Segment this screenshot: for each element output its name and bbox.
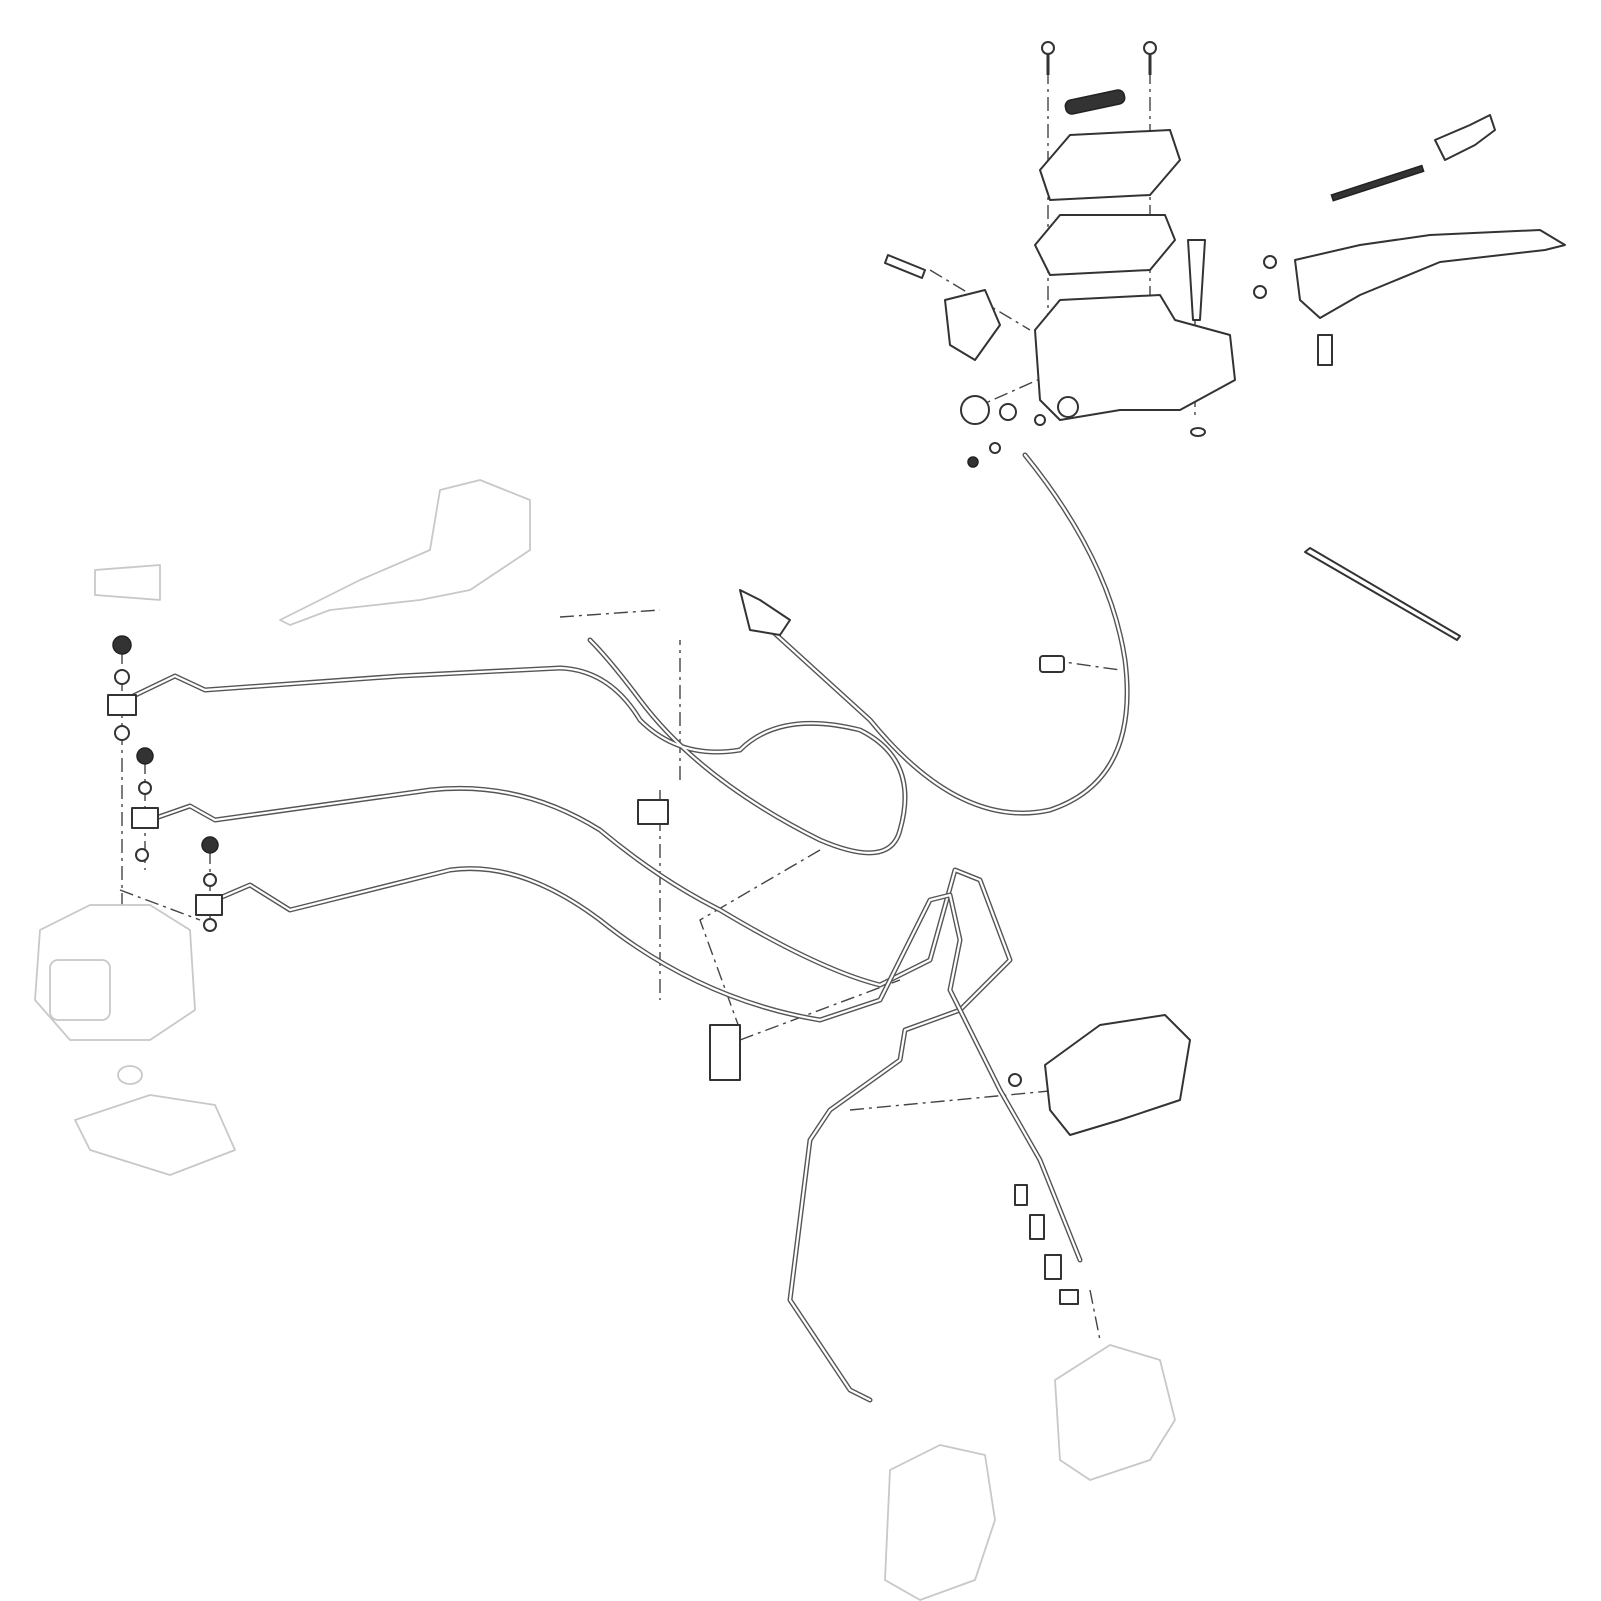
lever-bushing <box>1317 334 1333 366</box>
screw-icon <box>1008 1073 1022 1087</box>
washer <box>1034 414 1046 426</box>
master-cylinder-body <box>1034 294 1236 421</box>
line-bracket <box>709 1024 741 1081</box>
brake-light-switch <box>960 395 990 425</box>
screw-icon <box>967 456 979 468</box>
line-clip <box>637 799 669 825</box>
master-cylinder-assembly <box>884 41 1236 468</box>
brake-lever-assembly <box>1253 114 1566 366</box>
screw-icon <box>1143 41 1157 75</box>
pivot-pin <box>1187 239 1206 321</box>
screw-icon <box>1263 255 1277 269</box>
bolt <box>884 254 926 279</box>
caliper-left <box>884 1444 996 1601</box>
hose-fitting <box>739 589 791 636</box>
secondary-master-cylinder <box>94 479 531 626</box>
abs-bracket <box>74 1094 236 1176</box>
brake-lever <box>1294 229 1566 319</box>
lever-spring <box>1330 164 1425 202</box>
caliper-right <box>1054 1344 1176 1481</box>
cable-tie <box>1304 547 1461 641</box>
hose-bracket <box>1044 1014 1191 1136</box>
washer <box>989 442 1001 454</box>
washer <box>999 403 1017 421</box>
switch-bracket <box>944 289 1001 361</box>
adjuster-plunger <box>1434 114 1496 161</box>
abs-unit <box>34 904 236 1176</box>
hose-clip <box>1039 655 1065 673</box>
snap-ring <box>1190 427 1206 437</box>
brake-hose <box>739 452 1130 816</box>
hose-fittings <box>1014 1184 1079 1305</box>
nut <box>1253 285 1267 299</box>
cover-gasket <box>1034 214 1176 276</box>
brake-lines <box>122 637 1083 1403</box>
reservoir-diaphragm-label <box>1064 89 1126 115</box>
banjo-bolts <box>107 635 741 1081</box>
screw-icon <box>1041 41 1055 75</box>
reservoir-cover <box>1039 129 1181 201</box>
